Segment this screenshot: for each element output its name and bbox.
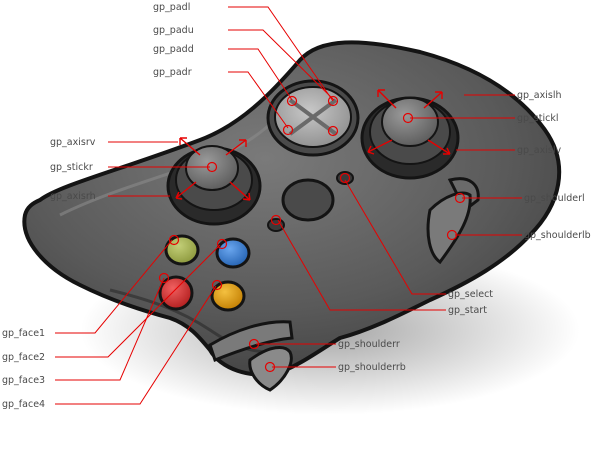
label-group: gp_padl gp_padu gp_padd gp_padr gp_axisr… xyxy=(2,2,591,410)
shoulder-left-bumpers xyxy=(426,177,480,265)
label-gp-shoulderrb: gp_shoulderrb xyxy=(338,362,406,373)
label-gp-axisrv: gp_axisrv xyxy=(50,137,96,148)
label-gp-face3: gp_face3 xyxy=(2,375,45,386)
label-gp-shoulderlb: gp_shoulderlb xyxy=(524,230,591,241)
label-gp-shoulderr: gp_shoulderr xyxy=(338,339,400,350)
face4-button[interactable] xyxy=(210,280,246,312)
face-buttons xyxy=(158,234,251,312)
stick-right[interactable] xyxy=(166,145,262,226)
face3-button[interactable] xyxy=(158,275,194,311)
label-gp-axisrh: gp_axisrh xyxy=(50,191,96,202)
label-gp-start: gp_start xyxy=(448,305,487,316)
label-gp-face2: gp_face2 xyxy=(2,352,45,363)
label-gp-padd: gp_padd xyxy=(153,44,194,55)
stick-left[interactable] xyxy=(360,96,460,180)
label-gp-axislv: gp_axislv xyxy=(517,145,561,156)
label-gp-select: gp_select xyxy=(448,289,493,300)
face2-button[interactable] xyxy=(215,237,251,269)
dpad[interactable] xyxy=(266,79,360,157)
label-gp-face1: gp_face1 xyxy=(2,328,45,339)
face1-button[interactable] xyxy=(164,234,200,266)
axis-arrows xyxy=(175,89,451,201)
leader-lines xyxy=(55,6,522,405)
label-gp-stickl: gp_stickl xyxy=(517,113,559,124)
center-button[interactable] xyxy=(281,178,335,222)
label-gp-axislh: gp_axislh xyxy=(517,90,562,101)
label-gp-face4: gp_face4 xyxy=(2,399,45,410)
label-gp-stickr: gp_stickr xyxy=(50,162,93,173)
label-gp-padu: gp_padu xyxy=(153,25,194,36)
label-gp-shoulderl: gp_shoulderl xyxy=(524,193,585,204)
label-gp-padl: gp_padl xyxy=(153,2,190,13)
label-gp-padr: gp_padr xyxy=(153,67,192,78)
